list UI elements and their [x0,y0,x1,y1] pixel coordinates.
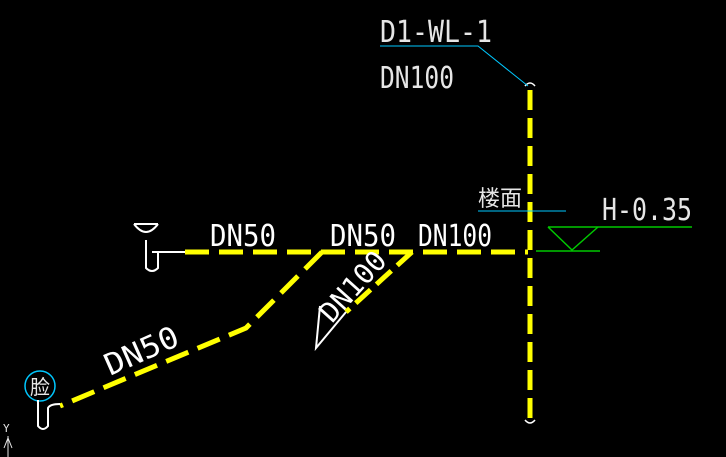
pipe-label-main-right: DN100 [418,219,492,254]
pipe-label-diagonal: DN100 [313,244,394,329]
ucs-y-label: Y [3,422,10,435]
riser-pipe [524,82,536,424]
elevation-marker [536,226,692,252]
riser-tag-leader [380,45,529,87]
washbasin-label: 脸 [30,375,50,399]
elevation-value: H-0.35 [602,193,692,228]
riser-size: DN100 [380,61,454,96]
diagonal-pipe [344,250,414,314]
floor-drain-fixture [133,223,159,272]
lower-branch-pipe [59,250,324,409]
cleanout-triangle [314,305,347,352]
pipe-label-branch-mid: DN50 [330,219,396,254]
floor-label: 楼面 [478,187,522,212]
ucs-icon [3,436,13,457]
washbasin-fixture [24,370,61,430]
pipe-label-branch-left: DN50 [210,219,276,254]
riser-tag: D1-WL-1 [380,15,492,50]
